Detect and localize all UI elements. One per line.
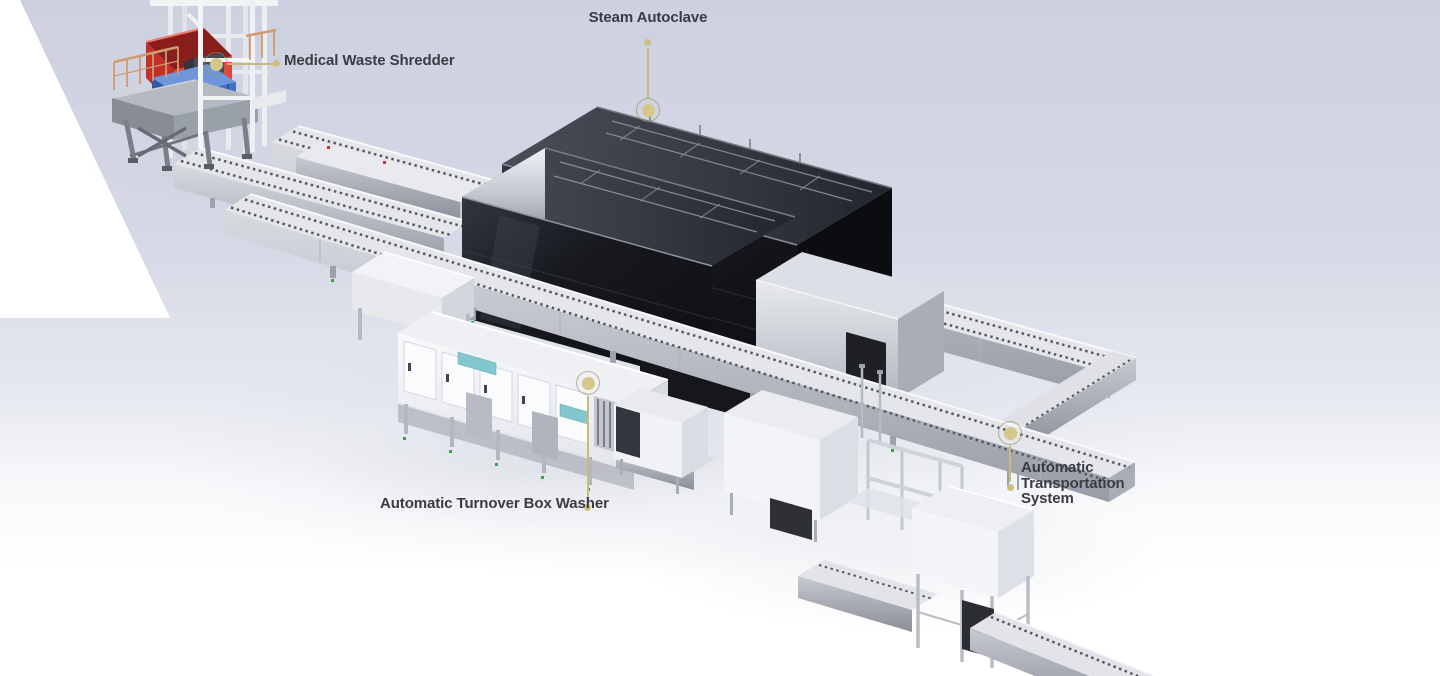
washer-label: Automatic Turnover Box Washer [380,495,609,512]
transport-callout-line [1009,446,1011,482]
autoclave-callout-line [647,48,649,99]
shredder-hotspot-dot [209,57,223,71]
washer-window [457,351,497,376]
steam-autoclave-unit [461,106,944,430]
platform-railing [113,28,277,90]
transport-label: Automatic Transportation System [1021,459,1125,507]
washer-hotspot-marker[interactable] [576,371,600,395]
exit-conveyor [970,611,1158,676]
shredder-callout-endpoint-dot [273,60,280,67]
autoclave-callout-endpoint-dot [644,39,651,46]
transport-hotspot-marker[interactable] [998,421,1022,445]
wall-corner-wedge [0,0,170,318]
autoclave-hotspot-marker[interactable] [636,98,660,122]
washer-callout-endpoint-dot [584,504,591,511]
washer-hotspot-dot [581,376,595,390]
autoclave-label: Steam Autoclave [588,9,708,26]
shredder-hotspot-marker[interactable] [204,52,228,76]
autoclave-hotspot-dot [641,103,655,117]
waste-shredder-tower [111,0,286,171]
shredder-callout-line [227,63,274,65]
washer-callout-line [587,396,589,501]
transport-callout-endpoint-dot [1007,484,1014,491]
palletizer-cabinets [614,364,883,542]
sensor-dots [403,437,590,491]
shredder-label: Medical Waste Shredder [284,52,455,69]
transport-hotspot-dot [1003,426,1017,440]
